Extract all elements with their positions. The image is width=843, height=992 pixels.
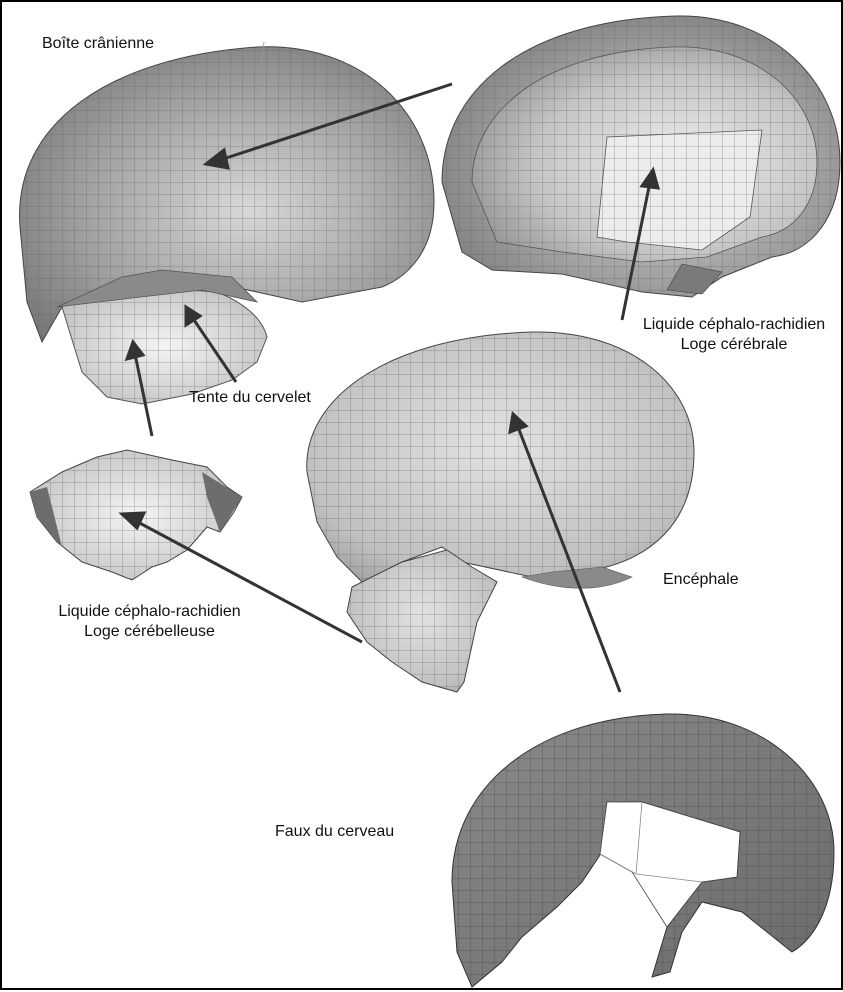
label-falx: Faux du cerveau: [275, 822, 394, 842]
label-csf-cerebral: Liquide céphalo-rachidien Loge cérébrale: [624, 315, 843, 355]
label-encephalon: Encéphale: [663, 570, 739, 590]
encephalon-mesh: [307, 332, 694, 692]
label-csf-cerebellar-line2: Loge cérébelleuse: [37, 622, 262, 642]
label-tentorium: Tente du cervelet: [189, 388, 311, 408]
label-csf-cerebral-line1: Liquide céphalo-rachidien: [624, 315, 843, 335]
label-csf-cerebellar-line1: Liquide céphalo-rachidien: [37, 602, 262, 622]
label-csf-cerebellar: Liquide céphalo-rachidien Loge cérébelle…: [37, 602, 262, 642]
skull-mesh: [20, 42, 434, 404]
falx-mesh: [452, 714, 834, 987]
label-skull: Boîte crânienne: [42, 34, 154, 54]
label-csf-cerebral-line2: Loge cérébrale: [624, 335, 843, 355]
cerebral-csf-mesh: [442, 16, 840, 297]
